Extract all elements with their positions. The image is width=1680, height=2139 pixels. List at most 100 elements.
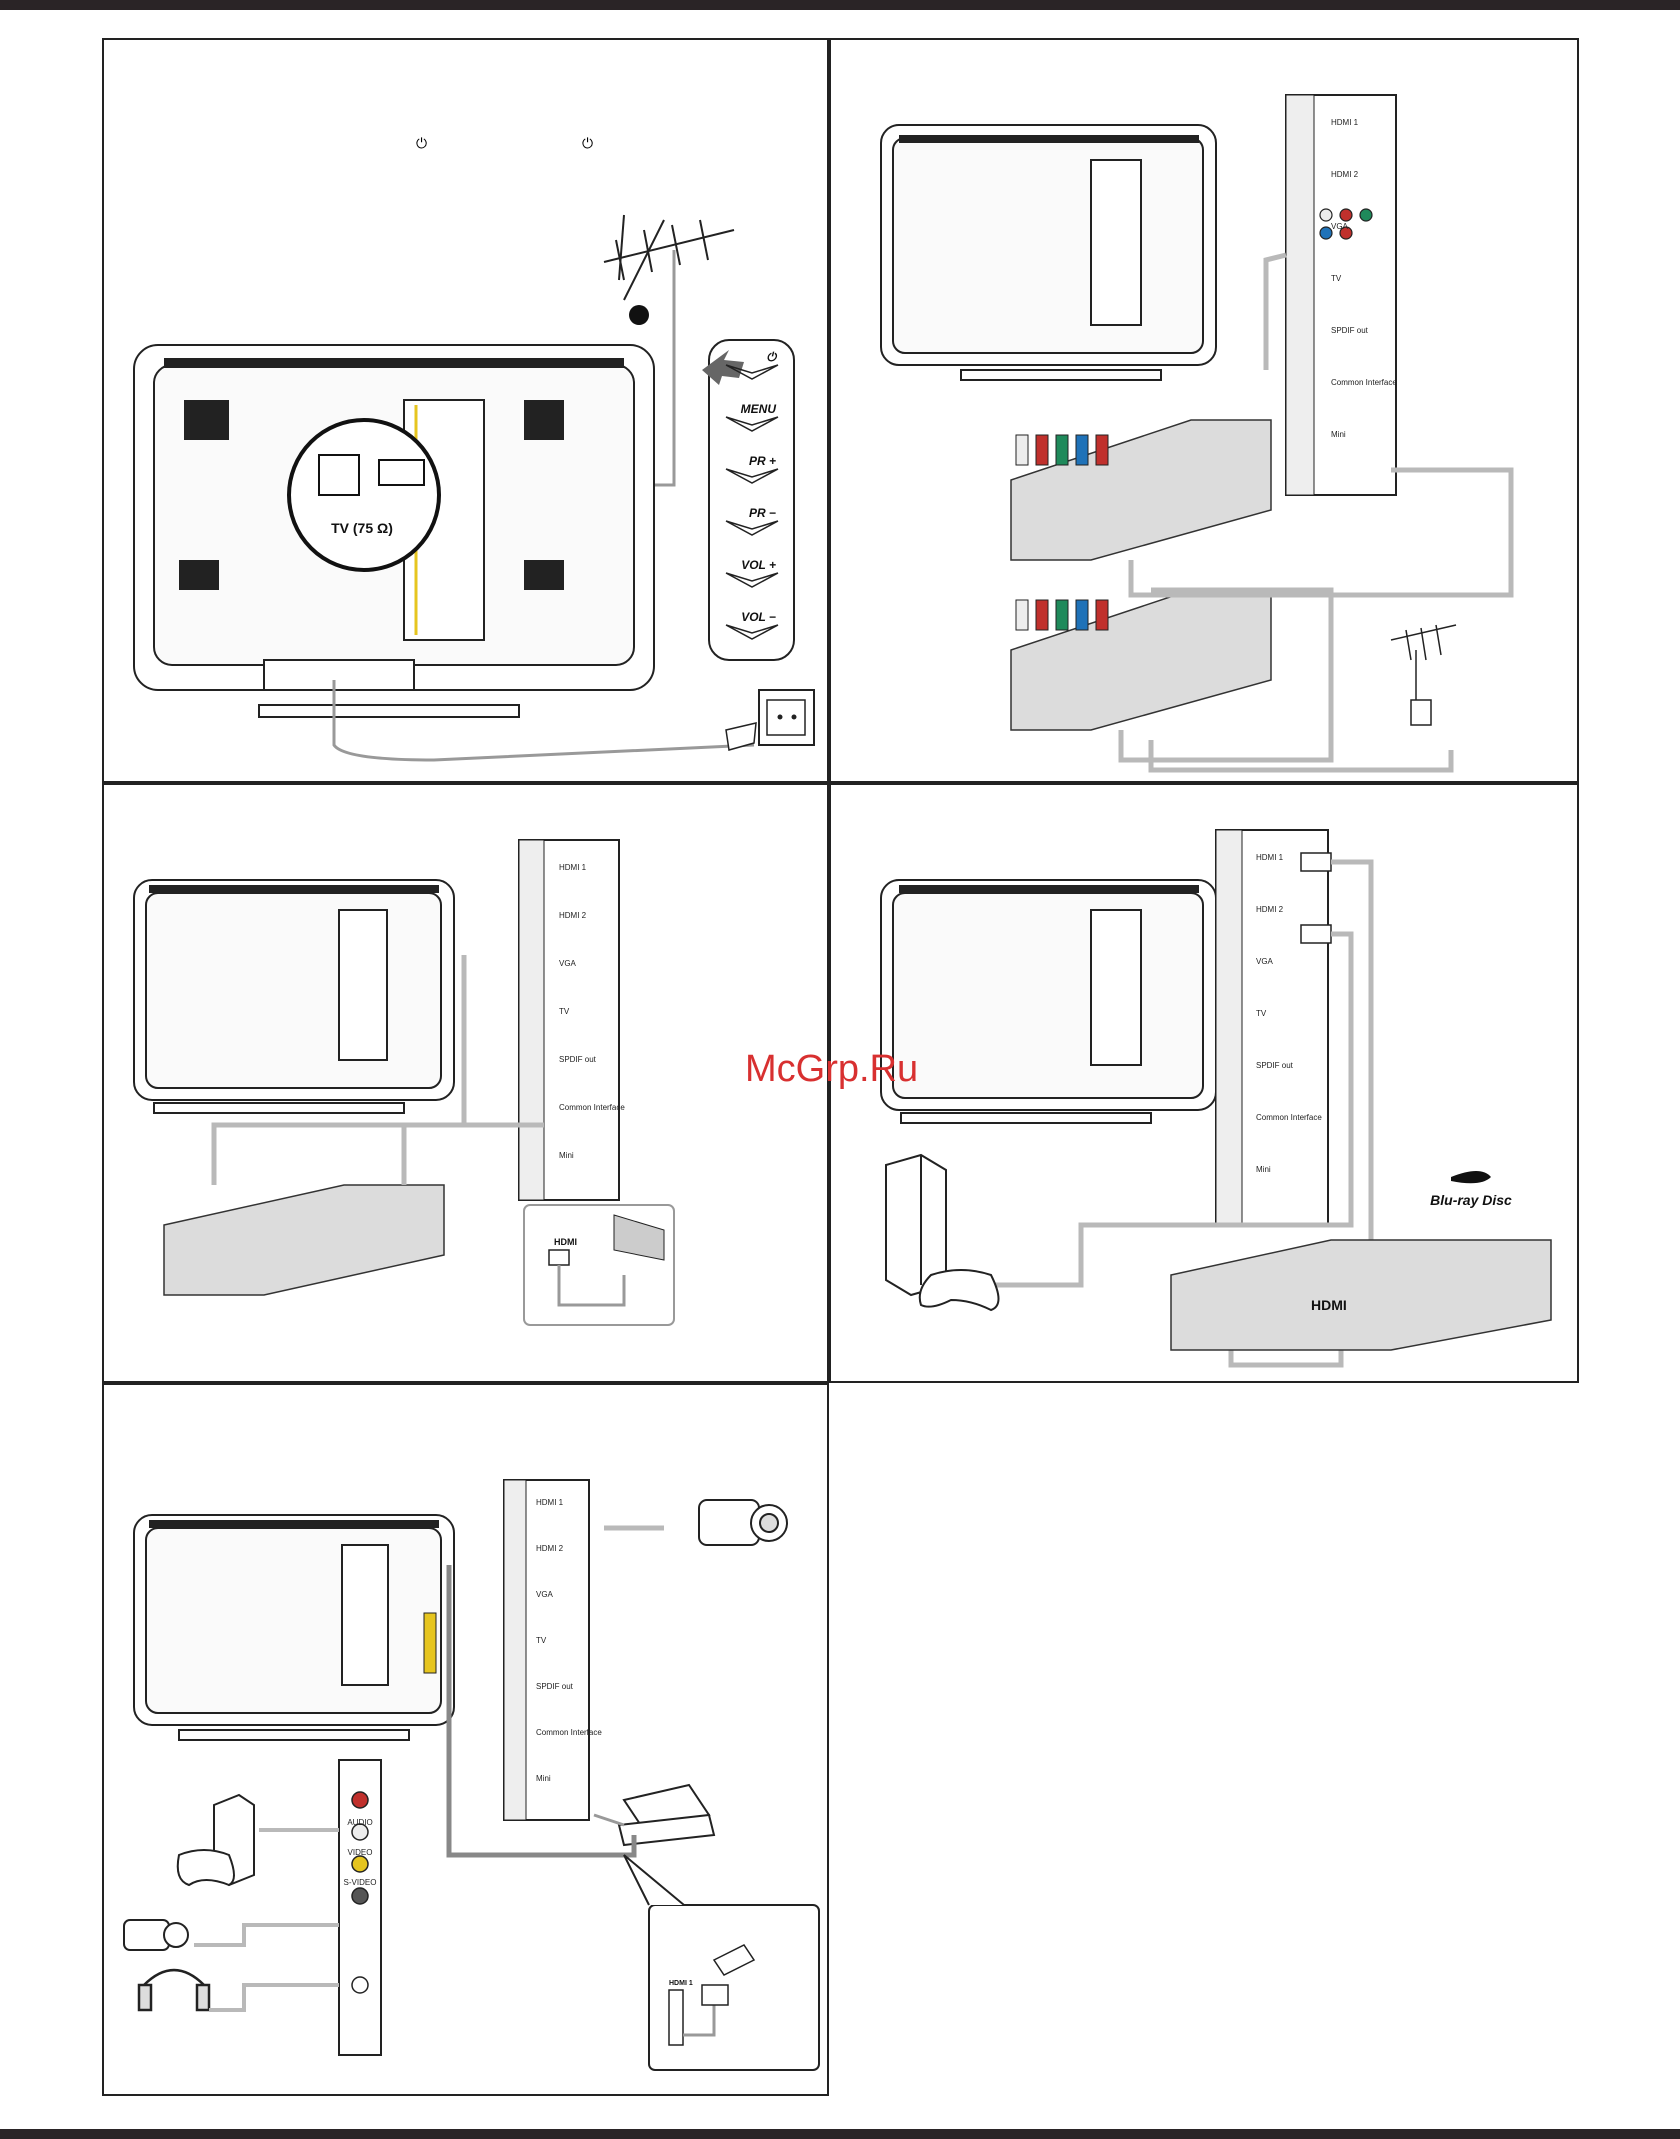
side-panel-label: HDMI 2 [559, 911, 587, 920]
camcorder-icon [698, 1499, 788, 1546]
dvd-player [163, 1184, 445, 1296]
rca-plug [1035, 434, 1049, 466]
tv-back-small [880, 124, 1217, 381]
side-panel-label: VGA [536, 1590, 554, 1599]
key-chevron-icon [725, 416, 779, 432]
key-chevron-icon [725, 520, 779, 536]
key-chevron-icon [725, 624, 779, 640]
side-panel-label: VGA [1331, 222, 1349, 231]
side-key-label: MENU [741, 402, 777, 416]
side-av-strip [338, 1759, 382, 2056]
side-panel-label: Mini [1256, 1165, 1271, 1174]
tv-back-small [880, 879, 1217, 1124]
side-panel-label: VGA [559, 959, 577, 968]
side-panel-label: HDMI 1 [559, 863, 587, 872]
player-hdmi-label: HDMI [1311, 1297, 1347, 1313]
hdmi-inset [648, 1904, 820, 2071]
side-av-label: VIDEO [348, 1848, 373, 1857]
side-key-label: PR − [749, 506, 776, 520]
side-av-jack [351, 1823, 369, 1841]
power-plug-icon [725, 722, 757, 751]
antenna-connector-icon [629, 305, 649, 325]
power-symbol-1: ⏻ [416, 135, 427, 151]
hdmi-inset-label: HDMI [554, 1237, 577, 1247]
side-panel-label: SPDIF out [559, 1055, 597, 1064]
side-panel-label: SPDIF out [1256, 1061, 1294, 1070]
rca-plug [1095, 599, 1109, 631]
side-key-label: ⏻ [767, 350, 778, 364]
side-av-label: S-VIDEO [344, 1878, 377, 1887]
headphone-jack [351, 1976, 369, 1994]
tv-vents [164, 358, 624, 590]
side-panel-label: Common Interface [559, 1103, 625, 1112]
gamepad-icon [176, 1849, 235, 1887]
panel-antenna-power: ⏻ ⏻ [102, 38, 829, 783]
rca-plug [1055, 434, 1069, 466]
side-av-label: AUDIO [347, 1818, 372, 1827]
side-panel-label: SPDIF out [536, 1682, 574, 1691]
bluray-disc-icon [1451, 1171, 1491, 1184]
antenna-diagram: ⏻ ⏻ [133, 135, 815, 762]
hdmi-inset-label: HDMI 1 [669, 1980, 693, 1987]
key-chevron-icon [725, 468, 779, 484]
tv-back-small [133, 1514, 455, 1741]
av-jack [1319, 226, 1333, 240]
set-top-box-1 [1010, 419, 1272, 561]
side-panel-label: Mini [559, 1151, 574, 1160]
bottom-bar [0, 2129, 1680, 2139]
magnifier-icon [287, 418, 441, 572]
watermark: McGrp.Ru [745, 1048, 919, 1090]
side-panel-label: Mini [536, 1774, 551, 1783]
side-panel-label: TV [1256, 1009, 1267, 1018]
rca-plug [1035, 599, 1049, 631]
antenna-input-label: TV (75 Ω) [331, 520, 393, 536]
rca-plug [1015, 434, 1029, 466]
bluray-player [1170, 1239, 1552, 1351]
side-panel-label: TV [559, 1007, 570, 1016]
laptop-icon [617, 1783, 716, 1847]
camcorder-small-icon [123, 1919, 189, 1951]
rca-plug [1055, 599, 1069, 631]
side-panel-label: HDMI 1 [1256, 853, 1284, 862]
side-panel-label: Mini [1331, 430, 1346, 439]
top-bar [0, 0, 1680, 10]
side-key-label: PR + [749, 454, 776, 468]
rca-plug [1075, 599, 1089, 631]
rca-plug [1095, 434, 1109, 466]
side-panel-label: HDMI 1 [536, 1498, 564, 1507]
side-panel-label: HDMI 2 [536, 1544, 564, 1553]
arrow-icon [702, 350, 744, 385]
gamepad-icon [918, 1269, 1000, 1312]
rca-plug [1075, 434, 1089, 466]
side-panel-label: HDMI 1 [1331, 118, 1359, 127]
side-panel-label: Common Interface [1331, 378, 1397, 387]
side-key-label: VOL + [741, 558, 776, 572]
av-jack [1339, 208, 1353, 222]
side-key-label: VOL − [741, 610, 776, 624]
set-top-box-2 [1010, 589, 1272, 731]
hdmi-inset [523, 1204, 675, 1326]
headphones-icon [137, 1968, 211, 2012]
side-panel-label: Common Interface [1256, 1113, 1322, 1122]
av-jack [1359, 208, 1373, 222]
rca-plug [1015, 599, 1029, 631]
side-panel-label: TV [536, 1636, 547, 1645]
small-antenna-icon [1390, 624, 1457, 726]
power-symbol-2: ⏻ [582, 135, 593, 151]
side-panel-label: SPDIF out [1331, 326, 1369, 335]
tv-back-small [133, 879, 455, 1114]
side-panel-label: HDMI 2 [1331, 170, 1359, 179]
av-jack [1339, 226, 1353, 240]
side-av-jack [351, 1887, 369, 1905]
key-chevron-icon [725, 364, 779, 380]
side-panel-label: VGA [1256, 957, 1274, 966]
side-av-jack [351, 1855, 369, 1873]
side-panel-label: HDMI 2 [1256, 905, 1284, 914]
